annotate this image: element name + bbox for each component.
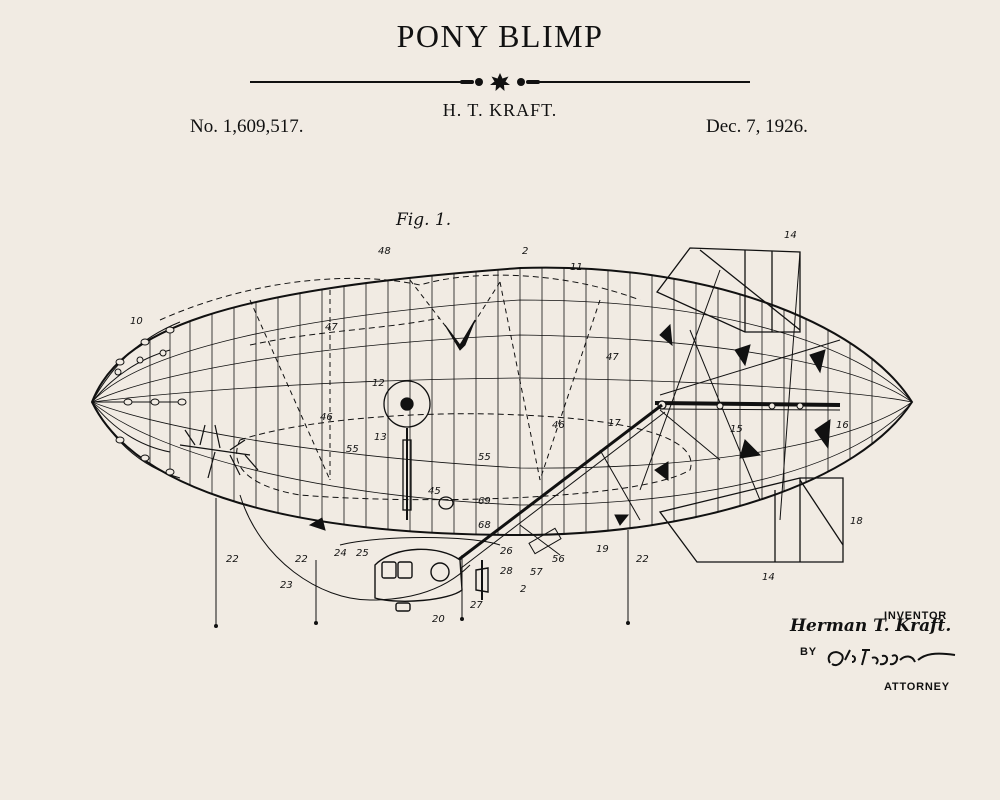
figure-label: Fig. 1. [396,210,452,230]
svg-text:22: 22 [295,554,308,565]
svg-text:18: 18 [850,516,863,527]
svg-text:17: 17 [608,418,621,429]
svg-text:16: 16 [836,420,849,431]
svg-text:56: 56 [552,554,565,565]
svg-text:14: 14 [762,572,775,583]
gas-cell-tree [179,424,259,479]
svg-text:69: 69 [478,496,491,507]
inventor-label: INVENTOR [884,610,948,622]
inventor-signature: Herman T. Kraft. [790,616,952,636]
svg-text:57: 57 [530,567,543,578]
svg-text:26: 26 [500,546,513,557]
ballonet-dashed [236,413,692,501]
stabilizer-stars [308,319,831,531]
svg-text:48: 48 [378,246,391,257]
svg-text:13: 13 [374,432,387,443]
suspension-rigging [599,251,841,521]
svg-text:24: 24 [334,548,347,559]
svg-text:11: 11 [570,262,583,273]
svg-text:68: 68 [478,520,491,531]
svg-text:19: 19 [596,544,609,555]
tail-fins [655,247,844,563]
svg-text:2: 2 [522,246,528,257]
svg-text:27: 27 [470,600,483,611]
svg-text:47: 47 [325,322,338,333]
svg-text:47: 47 [606,352,619,363]
svg-text:22: 22 [226,554,239,565]
svg-text:46: 46 [552,420,565,431]
attorney-label: ATTORNEY [884,681,950,693]
by-label: BY [800,646,817,658]
trail-ropes [215,494,629,625]
inventor-name: H. T. KRAFT. [442,100,558,120]
svg-text:15: 15 [730,424,743,435]
title-divider [250,73,750,91]
svg-text:23: 23 [280,580,293,591]
svg-text:25: 25 [356,548,369,559]
svg-text:12: 12 [372,378,385,389]
svg-text:55: 55 [478,452,491,463]
svg-text:22: 22 [636,554,649,565]
svg-text:46: 46 [320,412,333,423]
patent-date: Dec. 7, 1926. [706,116,808,137]
keel-girder [444,400,841,576]
star-ornament-icon [490,73,510,91]
valve-12 [383,380,454,520]
svg-text:45: 45 [428,486,441,497]
svg-text:20: 20 [432,614,445,625]
svg-text:2: 2 [520,584,526,595]
svg-text:14: 14 [784,230,797,241]
svg-text:55: 55 [346,444,359,455]
reference-numerals: 48 2 11 14 10 47 12 13 46 55 45 69 68 46… [130,230,863,625]
patent-number: No. 1,609,517. [190,116,304,137]
svg-text:10: 10 [130,316,143,327]
patent-title: PONY BLIMP [396,18,604,54]
svg-text:28: 28 [500,566,513,577]
